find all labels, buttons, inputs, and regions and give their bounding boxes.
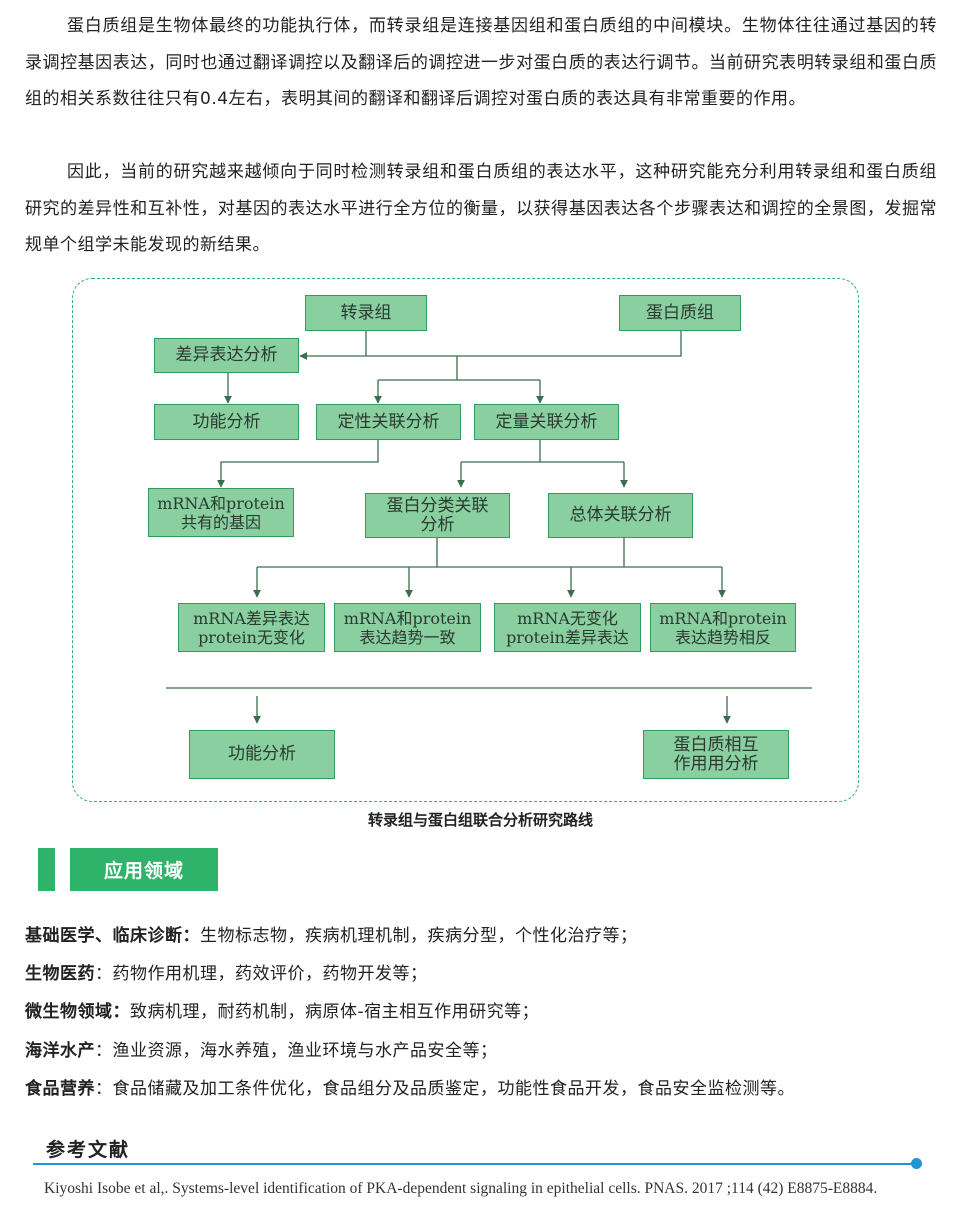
application-text: ：药物作用机理，药效评价，药物开发等； (95, 964, 428, 984)
application-label: 食品营养 (25, 1079, 95, 1099)
application-item: 食品营养：食品储藏及加工条件优化，食品组分及品质鉴定，功能性食品开发，食品安全监… (25, 1078, 937, 1100)
box-transcriptome: 转录组 (305, 295, 427, 331)
box-line: 分析 (420, 514, 455, 535)
application-item: 生物医药：药物作用机理，药效评价，药物开发等； (25, 963, 937, 985)
application-item: 微生物领域：致病机理，耐药机制，病原体-宿主相互作用研究等； (25, 1001, 937, 1023)
box-qualitative-association: 定性关联分析 (316, 404, 461, 440)
references-divider-dot (911, 1158, 922, 1169)
intro-paragraph-2: 因此，当前的研究越来越倾向于同时检测转录组和蛋白质组的表达水平，这种研究能充分利… (25, 162, 937, 255)
box-line: 表达趋势相反 (674, 627, 771, 647)
box-overall-association: 总体关联分析 (548, 493, 693, 538)
reference-entry: Kiyoshi Isobe et al,. Systems-level iden… (44, 1180, 878, 1197)
box-line: mRNA差异表达 (193, 608, 310, 628)
box-line: mRNA无变化 (517, 608, 618, 628)
application-label: 基础医学、临床诊断： (25, 926, 200, 946)
box-proteome: 蛋白质组 (619, 295, 741, 331)
references-divider (33, 1163, 915, 1165)
box-functional-analysis-bottom: 功能分析 (189, 730, 335, 779)
workflow-diagram-frame (72, 278, 859, 802)
box-quantitative-association: 定量关联分析 (474, 404, 619, 440)
box-protein-class-association: 蛋白分类关联 分析 (365, 493, 510, 538)
box-line: protein差异表达 (506, 627, 629, 647)
box-pattern-consistent: mRNA和protein 表达趋势一致 (334, 603, 481, 652)
box-line: mRNA和protein (343, 608, 472, 628)
box-line: mRNA和protein (659, 608, 787, 628)
application-text: ：食品储藏及加工条件优化，食品组分及品质鉴定，功能性食品开发，食品安全监检测等。 (95, 1079, 795, 1099)
section-accent-bar (38, 848, 55, 891)
application-text: ：渔业资源，海水养殖，渔业环境与水产品安全等； (95, 1041, 498, 1061)
box-shared-genes: mRNA和protein 共有的基因 (148, 488, 294, 537)
application-item: 基础医学、临床诊断：生物标志物，疾病机理机制，疾病分型，个性化治疗等； (25, 925, 937, 947)
application-label: 微生物领域： (25, 1002, 130, 1022)
box-line: 作用用分析 (673, 753, 759, 774)
box-protein-interaction-analysis: 蛋白质相互 作用用分析 (643, 730, 789, 779)
connector (299, 331, 682, 360)
connector (217, 440, 379, 488)
diagram-caption: 转录组与蛋白组联合分析研究路线 (367, 811, 593, 829)
box-functional-analysis-top: 功能分析 (154, 404, 299, 440)
references-title: 参考文献 (46, 1139, 131, 1161)
box-line: protein无变化 (198, 627, 305, 647)
box-pattern-opposite: mRNA和protein 表达趋势相反 (650, 603, 796, 652)
application-text: 致病机理，耐药机制，病原体-宿主相互作用研究等； (130, 1002, 540, 1022)
application-label: 生物医药 (25, 964, 95, 984)
intro-paragraph-1: 蛋白质组是生物体最终的功能执行体，而转录组是连接基因组和蛋白质组的中间模块。生物… (25, 16, 937, 109)
box-diff-expression-analysis: 差异表达分析 (154, 338, 299, 373)
application-text: 生物标志物，疾病机理机制，疾病分型，个性化治疗等； (200, 926, 638, 946)
box-line: 表达趋势一致 (359, 627, 456, 647)
application-item: 海洋水产：渔业资源，海水养殖，渔业环境与水产品安全等； (25, 1040, 937, 1062)
box-line: 蛋白质相互 (673, 734, 759, 755)
section-title: 应用领域 (70, 848, 218, 891)
application-label: 海洋水产 (25, 1041, 95, 1061)
box-line: 蛋白分类关联 (386, 495, 489, 516)
box-line: mRNA和protein (157, 493, 285, 513)
box-pattern-mrna-diff: mRNA差异表达 protein无变化 (178, 603, 325, 652)
box-pattern-protein-diff: mRNA无变化 protein差异表达 (494, 603, 641, 652)
box-line: 共有的基因 (180, 512, 261, 532)
